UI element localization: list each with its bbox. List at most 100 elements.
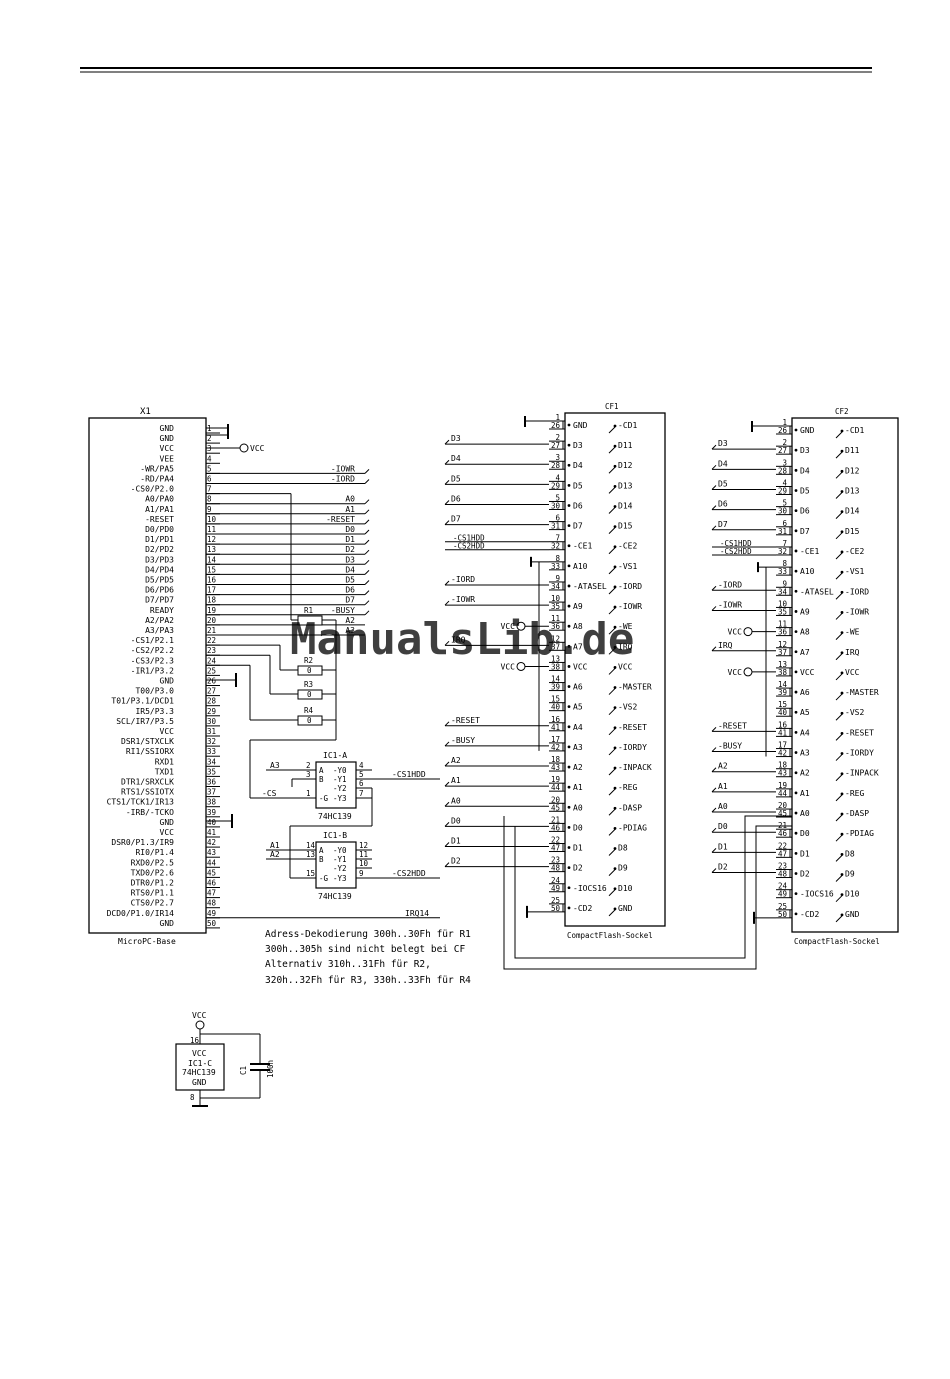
cf2-pin-number: 43: [778, 769, 787, 778]
bus-entry: [711, 868, 717, 873]
cf1-pin-label-right: IRQ: [618, 642, 633, 651]
vcc-terminal-icon: [239, 443, 249, 453]
cf2-pin-dot: [840, 590, 844, 594]
cf2-pin-dot: [840, 772, 844, 776]
x1-pin-label: -CS3/P2.3: [131, 656, 175, 665]
cf2-pin-link: [835, 855, 843, 862]
cf1-pin-number: 5: [555, 493, 560, 502]
cf2-pin-dot: [794, 549, 798, 553]
cf1-pin-link: [608, 768, 616, 776]
cf1-pin-dot: [613, 746, 617, 750]
cf1-pin-label-left: A0: [573, 803, 583, 812]
x1-pin-number: 47: [207, 889, 216, 898]
x1-pin-number: 10: [207, 515, 217, 524]
ic1a-pin-number: 4: [359, 761, 364, 770]
cf2-pin-number: 28: [778, 466, 788, 475]
x1-pin-label: RTS0/P1.1: [131, 889, 175, 898]
cf1-pin-dot: [613, 827, 617, 830]
cf2-pin-label-left: D2: [800, 870, 810, 879]
cf2-pin-dot: [840, 812, 844, 816]
cf2-pin-dot: [794, 569, 798, 573]
cf2-pin-label-left: GND: [800, 426, 815, 435]
x1-pin-number: 39: [207, 808, 216, 817]
cf2-pin-number: 12: [778, 640, 787, 649]
cf2-pin-number: 30: [778, 507, 788, 516]
cf2-pin-dot: [794, 529, 798, 533]
cf2-pin-label-right: -PDIAG: [845, 829, 874, 838]
cf1-pin-dot: [567, 705, 571, 709]
x1-pin-label: DSR0/P1.3/IR9: [111, 838, 174, 847]
cf2-pin-link: [835, 431, 843, 439]
cf2-pin-dot: [840, 913, 844, 917]
cf1-pin-link: [608, 567, 616, 575]
x1-pin-label: D3/PD3: [145, 555, 174, 564]
cf1-pin-number: 38: [551, 662, 561, 671]
cf1-pin-dot: [613, 605, 617, 609]
x1-pin-number: 48: [207, 899, 217, 908]
bus-entry: [364, 509, 370, 515]
ic1b-pin-number: 11: [359, 850, 368, 859]
cf1-pin-number: 44: [551, 783, 561, 792]
ic1b-pin-number: 14: [306, 841, 316, 850]
cf2-pin-link: [835, 814, 843, 822]
cf2-pin-link: [835, 492, 843, 499]
cf1-pin-number: 12: [551, 634, 560, 643]
cf1-net-label: D6: [451, 494, 461, 503]
cf1-pin-dot: [567, 564, 571, 568]
cf1-pin-dot: [613, 585, 617, 589]
bus-entry: [711, 727, 717, 732]
cf2-pin-label-right: D12: [845, 466, 860, 475]
x1-pin-label: DTR0/P1.2: [131, 879, 175, 888]
cf2-pin-label-right: D11: [845, 446, 860, 455]
x1-caption: MicroPC-Base: [118, 937, 176, 946]
cf2-pin-dot: [840, 711, 844, 715]
cf1-pin-number: 18: [551, 755, 561, 764]
cf2-pin-dot: [840, 691, 844, 695]
bus-entry: [364, 529, 370, 535]
ic1a-pin-number: 2: [306, 761, 311, 770]
vcc-terminal-icon: [195, 1020, 205, 1030]
cf1-net-label: D5: [451, 474, 461, 483]
x1-pin-number: 7: [207, 485, 212, 494]
cf2-pin-number: 35: [778, 607, 787, 616]
cf1-pin-label-left: D7: [573, 522, 583, 531]
cf2-pin-dot: [840, 873, 844, 876]
cf1-title: CF1: [605, 402, 619, 411]
cf2-pin-number: 44: [778, 789, 788, 798]
x1-pin-number: 5: [207, 464, 212, 473]
x1-pin-label: -CS0/P2.0: [131, 485, 175, 494]
cf2-net-label: IRQ: [718, 641, 733, 650]
cf1-pin-label-right: -PDIAG: [618, 823, 647, 832]
cf1-pin-number: 24: [551, 876, 561, 885]
x1-pin-label: A1/PA1: [145, 505, 174, 514]
cf1-pin-label-left: -CE1: [573, 542, 592, 551]
ic1b-body: [315, 841, 357, 889]
cf1-pin-link: [608, 587, 616, 595]
cf1-pin-label-right: D11: [618, 441, 633, 450]
cf1-pin-link: [608, 426, 616, 434]
cf1-pin-dot: [567, 584, 571, 588]
cf1-pin-number: 1: [555, 413, 560, 422]
ic1b-title: IC1-B: [323, 831, 347, 840]
cf2-pin-label-right: D15: [845, 527, 860, 536]
cf2-pin-link: [835, 653, 843, 661]
x1-pin-label: A0/PA0: [145, 495, 174, 504]
cf2-pin-link: [835, 592, 843, 600]
cf1-pin-link: [608, 748, 616, 756]
x1-pin-label: -RESET: [145, 515, 174, 524]
note-line-2: 300h..305h sind nicht belegt bei CF: [265, 944, 465, 955]
bus-entry: [444, 500, 450, 505]
cf1-pin-label-left: D5: [573, 481, 583, 490]
bus-entry: [364, 479, 370, 484]
x1-pin-label: RI0/P1.4: [135, 848, 174, 857]
cf1-pin-number: 32: [551, 542, 560, 551]
cf2-pin-dot: [840, 469, 844, 473]
cf1-pin-label-right: D15: [618, 522, 633, 531]
x1-pin-label: GND: [160, 434, 175, 443]
cf2-pin-number: 32: [778, 547, 787, 556]
cf1-pin-dot: [613, 444, 617, 448]
x1-net-label: D2: [345, 545, 355, 554]
cf1-net-label: -RESET: [451, 716, 480, 725]
x1-pin-label: T01/P3.1/DCD1: [111, 697, 174, 706]
x1-pin-label: RXD0/P2.5: [131, 858, 175, 867]
